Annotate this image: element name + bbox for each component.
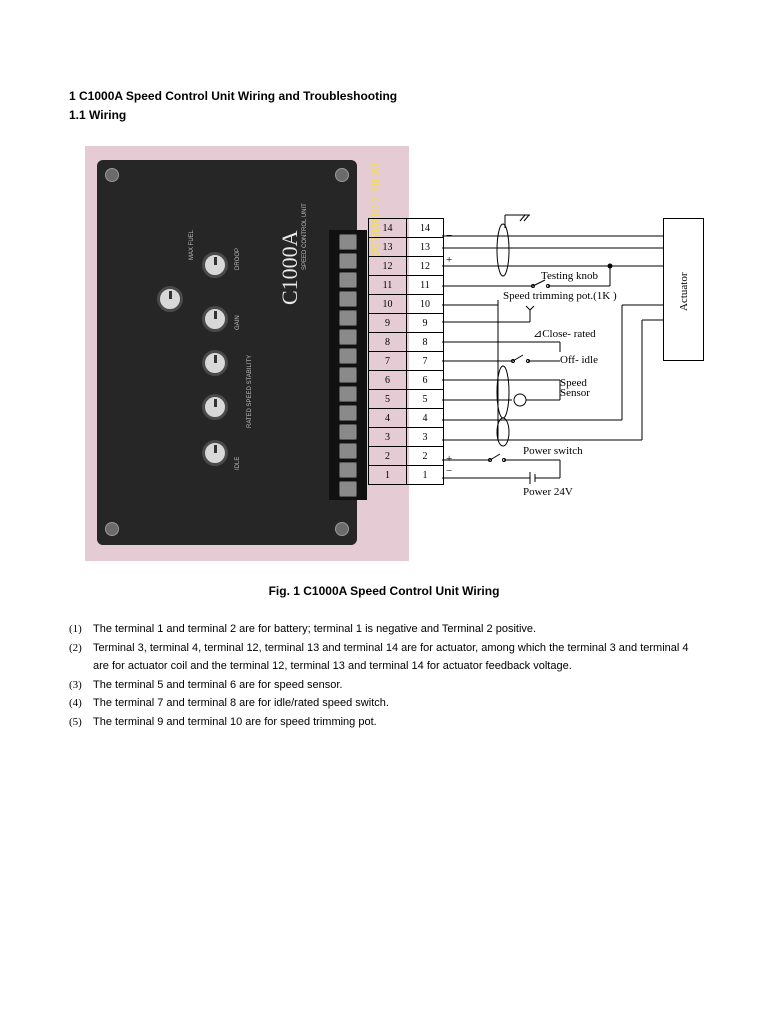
terminal-number-left: 4 — [368, 408, 407, 428]
speed-trimming-pot-label: Speed trimming pot.(1K ) — [503, 290, 617, 302]
terminal-number-right: 10 — [406, 294, 444, 314]
terminal-number-left: 3 — [368, 427, 407, 447]
terminal-number-left: 11 — [368, 275, 407, 295]
mount-screw-bottom-right — [335, 522, 349, 536]
minus-sign-power: − — [446, 465, 453, 477]
terminal-number-left: 1 — [368, 465, 407, 485]
list-item-text: The terminal 7 and terminal 8 are for id… — [93, 697, 389, 709]
terminal-strip — [329, 230, 367, 500]
terminal-number-right: 2 — [406, 446, 444, 466]
knob-label-rated-speed-stability: RATED SPEED STABILITY — [247, 354, 253, 428]
list-item-text: The terminal 9 and terminal 10 are for s… — [93, 715, 377, 728]
list-item: (4) The terminal 7 and terminal 8 are fo… — [69, 694, 689, 713]
terminal-number-right: 9 — [406, 313, 444, 333]
section-heading: 1 C1000A Speed Control Unit Wiring and T… — [69, 89, 398, 103]
terminal-number-left: 6 — [368, 370, 407, 390]
terminal-number-right: 3 — [406, 427, 444, 447]
list-item-text: The terminal 1 and terminal 2 are for ba… — [93, 623, 537, 635]
knob-rated-speed — [202, 350, 228, 376]
terminal-number-right: 11 — [406, 275, 444, 295]
knob-stability — [202, 394, 228, 420]
list-item-text: The terminal 5 and terminal 6 are for sp… — [93, 678, 343, 691]
knob-droop — [202, 252, 228, 278]
knob-max-fuel — [157, 286, 183, 312]
control-board: MAX FUEL DROOP GAIN RATED SPEED STABILIT… — [97, 160, 367, 545]
sensor-label: Sensor — [560, 387, 590, 399]
mount-screw-bottom-left — [105, 522, 119, 536]
list-item-text: Terminal 3, terminal 4, terminal 12, ter… — [93, 641, 689, 673]
terminal-number-right: 7 — [406, 351, 444, 371]
terminal-number-left: 10 — [368, 294, 407, 314]
power-switch-label: Power switch — [523, 445, 583, 457]
list-item-number: (1) — [69, 623, 82, 635]
board-subtitle: SPEED CONTROL UNIT — [302, 203, 308, 270]
plus-sign-power: + — [446, 453, 453, 465]
terminal-number-left: 5 — [368, 389, 407, 409]
minus-sign-feedback: − — [446, 230, 453, 242]
terminal-number-left: 2 — [368, 446, 407, 466]
list-item: (2) Terminal 3, terminal 4, terminal 12,… — [69, 639, 689, 676]
power-24v-label: Power 24V — [523, 486, 573, 498]
terminal-number-right: 4 — [406, 408, 444, 428]
actuator-label: Actuator — [678, 272, 690, 311]
terminal-number-right: 14 — [406, 218, 444, 238]
terminal-number-left: 14 — [368, 218, 407, 238]
list-item: (3) The terminal 5 and terminal 6 are fo… — [69, 676, 689, 695]
knob-gain — [202, 306, 228, 332]
terminal-number-right: 12 — [406, 256, 444, 276]
mount-screw-top-left — [105, 168, 119, 182]
list-item-number: (5) — [69, 715, 82, 728]
plus-sign-feedback: + — [446, 254, 453, 266]
speed-label: Speed — [560, 377, 587, 389]
terminal-description-list: (1) The terminal 1 and terminal 2 are fo… — [69, 620, 689, 731]
off-idle-label: Off- idle — [560, 354, 598, 366]
unit-photo: MAX FUEL DROOP GAIN RATED SPEED STABILIT… — [85, 146, 409, 561]
list-item-number: (2) — [69, 641, 82, 654]
testing-knob-label: Testing knob — [541, 270, 598, 282]
knob-idle — [202, 440, 228, 466]
terminal-number-right: 6 — [406, 370, 444, 390]
terminal-number-left: 7 — [368, 351, 407, 371]
figure-caption: Fig. 1 C1000A Speed Control Unit Wiring — [268, 584, 500, 598]
list-item-number: (4) — [69, 697, 82, 709]
list-item: (5) The terminal 9 and terminal 10 are f… — [69, 713, 689, 732]
terminal-number-left: 13 — [368, 237, 407, 257]
knob-label-gain: GAIN — [235, 315, 241, 330]
actuator-box: Actuator — [663, 218, 704, 361]
subsection-heading: 1.1 Wiring — [69, 108, 127, 122]
list-item-number: (3) — [69, 678, 82, 691]
list-item: (1) The terminal 1 and terminal 2 are fo… — [69, 620, 689, 639]
terminal-number-right: 1 — [406, 465, 444, 485]
model-label: C1000A — [277, 230, 302, 305]
terminal-number-right: 5 — [406, 389, 444, 409]
knob-label-idle: IDLE — [235, 456, 241, 470]
terminal-number-left: 9 — [368, 313, 407, 333]
close-rated-label: ⊿Close- rated — [533, 328, 596, 340]
terminal-number-right: 13 — [406, 237, 444, 257]
mount-screw-top-right — [335, 168, 349, 182]
knob-label-max-fuel: MAX FUEL — [189, 229, 195, 260]
knob-label-droop: DROOP — [235, 247, 241, 270]
terminal-number-left: 12 — [368, 256, 407, 276]
terminal-number-right: 8 — [406, 332, 444, 352]
terminal-number-left: 8 — [368, 332, 407, 352]
